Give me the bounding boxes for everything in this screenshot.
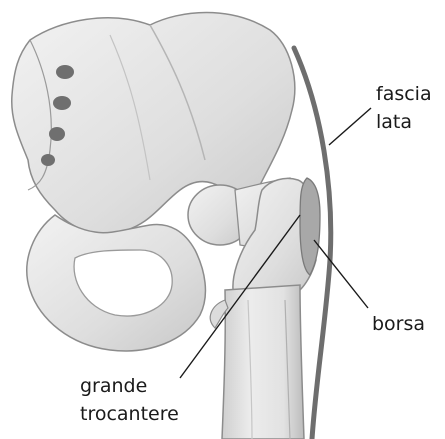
sacral-foramen bbox=[41, 154, 55, 166]
trochanteric-bursa bbox=[300, 178, 320, 275]
grande-trocantere-label-line2: trocantere bbox=[80, 403, 179, 425]
pubis-ischium bbox=[27, 215, 206, 351]
borsa-leader bbox=[314, 240, 368, 308]
fascia-lata-label-line1: fascia bbox=[376, 83, 432, 105]
sacral-foramen bbox=[53, 96, 71, 110]
fascia-lata-leader bbox=[329, 108, 371, 145]
sacral-foramen bbox=[56, 65, 74, 79]
fascia-lata-label-line2: lata bbox=[376, 111, 412, 133]
borsa-label: borsa bbox=[372, 313, 425, 335]
sacral-foramen bbox=[49, 127, 65, 141]
femoral-shaft bbox=[222, 285, 304, 439]
grande-trocantere-label-line1: grande bbox=[80, 375, 147, 397]
fascia-lata-label: fascia lata bbox=[376, 83, 438, 133]
grande-trocantere-label: grande trocantere bbox=[80, 375, 179, 425]
